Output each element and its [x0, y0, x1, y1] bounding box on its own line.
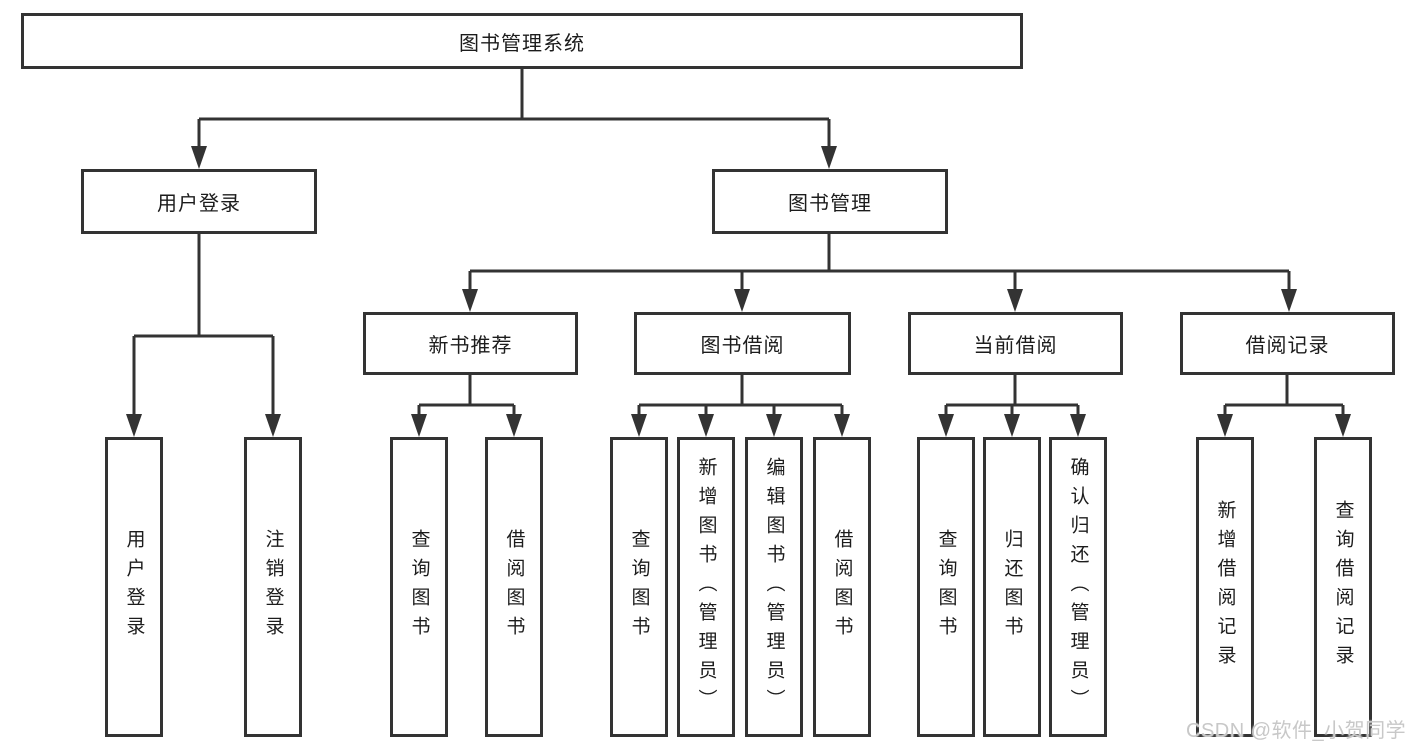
node-book-management: 图书管理	[712, 169, 948, 234]
arrow-down-icon	[191, 146, 207, 169]
node-label: 查询图书	[935, 529, 957, 645]
node-borrowing-records: 借阅记录	[1180, 312, 1395, 375]
csdn-watermark: CSDN @软件_小贺同学	[1186, 720, 1405, 742]
leaf-add-books-admin: 新增图书（管理员）	[677, 437, 735, 737]
connector-book-borrow-to-leaves	[631, 375, 850, 437]
node-label: 借阅图书	[503, 529, 525, 645]
node-book-borrowing: 图书借阅	[634, 312, 851, 375]
node-label: 用户登录	[123, 529, 145, 645]
node-library-management-system: 图书管理系统	[21, 13, 1023, 69]
arrow-down-icon	[1004, 414, 1020, 437]
arrow-down-icon	[1217, 414, 1233, 437]
node-label: 查询借阅记录	[1332, 500, 1354, 674]
node-label: 新增借阅记录	[1214, 500, 1236, 674]
node-new-book-recommendation: 新书推荐	[363, 312, 578, 375]
connector-borrow-records-to-leaves	[1217, 375, 1351, 437]
leaf-user-login: 用户登录	[105, 437, 163, 737]
arrow-down-icon	[1335, 414, 1351, 437]
arrow-down-icon	[698, 414, 714, 437]
node-label: 注销登录	[262, 529, 284, 645]
arrow-down-icon	[462, 289, 478, 312]
arrow-down-icon	[834, 414, 850, 437]
node-user-login: 用户登录	[81, 169, 317, 234]
leaf-query-borrow-record: 查询借阅记录	[1314, 437, 1372, 737]
node-label: 查询图书	[628, 529, 650, 645]
node-label: 图书借阅	[700, 335, 785, 357]
arrow-down-icon	[126, 414, 142, 437]
leaf-borrow-books: 借阅图书	[485, 437, 543, 737]
node-label: 新书推荐	[428, 335, 513, 357]
node-label: 用户登录	[157, 193, 241, 215]
arrow-down-icon	[411, 414, 427, 437]
leaf-confirm-return-admin: 确认归还（管理员）	[1049, 437, 1107, 737]
leaf-query-books: 查询图书	[917, 437, 975, 737]
node-label: 查询图书	[408, 529, 430, 645]
node-current-borrowing: 当前借阅	[908, 312, 1123, 375]
leaf-add-borrow-record: 新增借阅记录	[1196, 437, 1254, 737]
arrow-down-icon	[1281, 289, 1297, 312]
node-label: 新增图书（管理员）	[695, 456, 717, 718]
arrow-down-icon	[821, 146, 837, 169]
arrow-down-icon	[506, 414, 522, 437]
connector-book-management-to-level3	[462, 233, 1297, 312]
node-label: 归还图书	[1001, 529, 1023, 645]
node-label: 编辑图书（管理员）	[763, 456, 785, 718]
arrow-down-icon	[631, 414, 647, 437]
arrow-down-icon	[1007, 289, 1023, 312]
node-label: 借阅图书	[831, 529, 853, 645]
arrow-down-icon	[938, 414, 954, 437]
leaf-borrow-books: 借阅图书	[813, 437, 871, 737]
node-label: 图书管理系统	[459, 32, 585, 55]
arrow-down-icon	[766, 414, 782, 437]
arrow-down-icon	[1070, 414, 1086, 437]
node-label: 图书管理	[788, 193, 872, 215]
leaf-logout: 注销登录	[244, 437, 302, 737]
connector-new-book-to-leaves	[411, 375, 522, 437]
leaf-query-books: 查询图书	[390, 437, 448, 737]
arrow-down-icon	[734, 289, 750, 312]
node-label: 当前借阅	[973, 335, 1058, 357]
arrow-down-icon	[265, 414, 281, 437]
leaf-edit-books-admin: 编辑图书（管理员）	[745, 437, 803, 737]
connector-current-borrow-to-leaves	[938, 375, 1086, 437]
connector-root-to-level2	[191, 68, 837, 169]
node-label: 确认归还（管理员）	[1067, 456, 1089, 718]
node-label: 借阅记录	[1245, 335, 1330, 357]
leaf-query-books: 查询图书	[610, 437, 668, 737]
connector-user-login-to-leaves	[126, 233, 281, 437]
leaf-return-books: 归还图书	[983, 437, 1041, 737]
